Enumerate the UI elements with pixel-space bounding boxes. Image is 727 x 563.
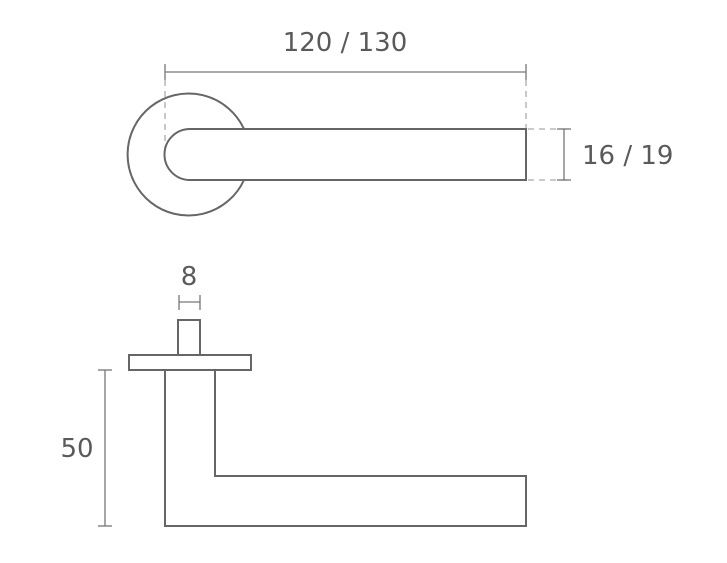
- rose-plate-outline: [128, 354, 252, 371]
- thickness-label: 16 / 19: [582, 141, 673, 171]
- spindle-label: 8: [181, 262, 198, 292]
- rosette-outline: [126, 92, 245, 217]
- length-dimension: 120 / 130: [164, 28, 527, 152]
- side-view: 8 50: [60, 262, 527, 527]
- thickness-dimension: 16 / 19: [528, 128, 673, 181]
- height-label: 50: [60, 434, 93, 464]
- spindle-dimension: 8: [178, 262, 201, 310]
- height-dimension: 50: [60, 369, 112, 527]
- top-view: 120 / 130 16 / 19: [126, 28, 673, 217]
- lever-outline-top: [163, 128, 527, 181]
- lever-outline-side: [164, 370, 527, 527]
- spindle-outline: [177, 319, 201, 356]
- length-label: 120 / 130: [283, 28, 408, 58]
